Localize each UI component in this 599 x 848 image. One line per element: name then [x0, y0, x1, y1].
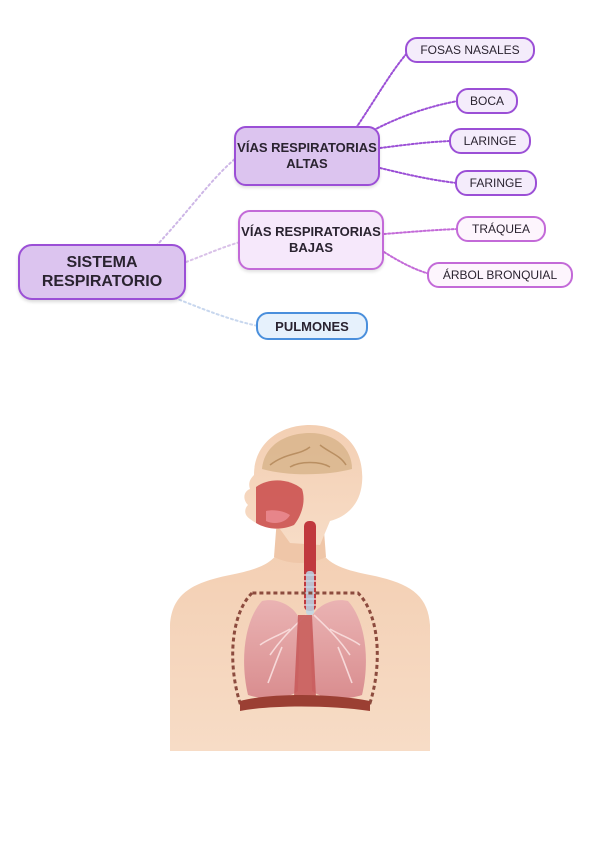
- leaf-boca: BOCA: [456, 88, 518, 114]
- leaf-faringe: FARINGE: [455, 170, 537, 196]
- connector-bajas-arbol: [383, 251, 431, 275]
- connector-root-bajas: [185, 241, 241, 263]
- mind-map-connectors: [155, 51, 459, 327]
- connector-root-altas: [155, 157, 237, 247]
- lungs-node: PULMONES: [256, 312, 368, 340]
- torso-anatomy-icon: [170, 425, 430, 751]
- leaf-fosas-nasales: FOSAS NASALES: [405, 37, 535, 63]
- leaf-laringe: LARINGE: [449, 128, 531, 154]
- root-node: SISTEMA RESPIRATORIO: [18, 244, 186, 300]
- lower-airways-node: VÍAS RESPIRATORIAS BAJAS: [238, 210, 384, 270]
- connector-altas-boca: [369, 100, 459, 133]
- connector-altas-fosas: [355, 51, 409, 129]
- upper-airways-node: VÍAS RESPIRATORIAS ALTAS: [234, 126, 380, 186]
- connector-root-pulmones: [169, 295, 259, 327]
- leaf-traquea: TRÁQUEA: [456, 216, 546, 242]
- connector-altas-laringe: [379, 140, 452, 149]
- leaf-arbol-bronquial: ÁRBOL BRONQUIAL: [427, 262, 573, 288]
- connector-altas-faringe: [379, 167, 458, 184]
- human-respiratory-system-illustration: [170, 425, 430, 751]
- connector-bajas-traquea: [383, 228, 459, 235]
